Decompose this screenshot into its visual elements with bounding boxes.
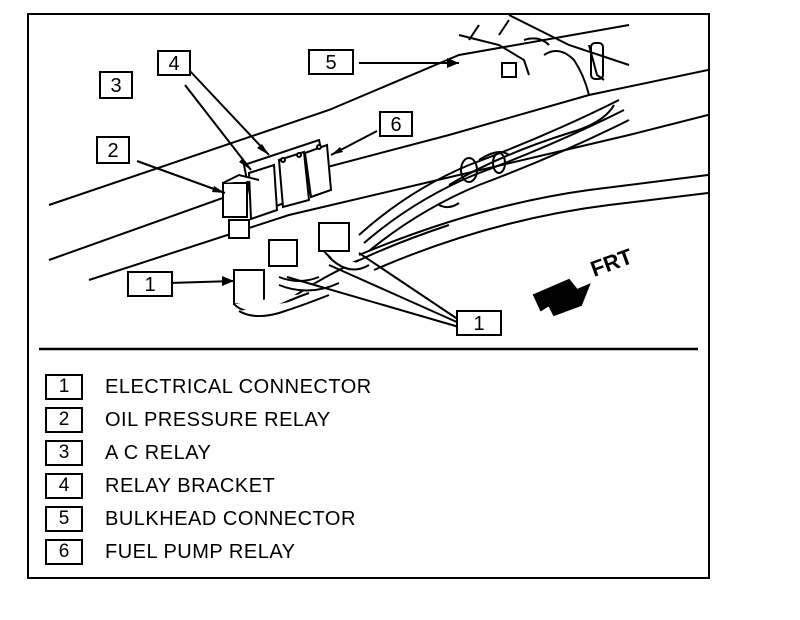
callout-box-4 <box>157 50 191 76</box>
callout-box-1-right <box>456 310 502 336</box>
arrowhead-icon <box>239 158 251 170</box>
wiring-harness <box>358 19 630 252</box>
callout-3: 3 <box>110 75 121 97</box>
callout-box-1-left <box>127 271 173 297</box>
callout-6: 6 <box>390 114 401 136</box>
callout-4: 4 <box>168 53 179 75</box>
callout-5: 5 <box>325 52 336 74</box>
callout-box-2 <box>96 136 130 164</box>
arrowheads <box>212 58 459 286</box>
front-label: FRT <box>587 243 636 281</box>
callout-box-6 <box>379 111 413 137</box>
front-direction-arrow: FRT <box>532 243 636 317</box>
relay-location-illustration: 3 4 2 6 5 1 1 FRT <box>39 15 708 351</box>
arrowhead-icon <box>222 276 234 286</box>
callout-box-3 <box>99 71 133 99</box>
callout-boxes <box>96 49 502 336</box>
callout-2: 2 <box>107 140 118 162</box>
arrowhead-icon <box>257 144 269 155</box>
callout-1-left: 1 <box>144 274 155 296</box>
relay-bracket-assembly <box>222 138 370 317</box>
front-arrow-icon <box>532 278 591 317</box>
arrowhead-icon <box>212 186 225 193</box>
callout-1-right: 1 <box>473 313 484 335</box>
arrowhead-icon <box>331 147 343 155</box>
callout-numbers: 3 4 2 6 5 1 1 <box>107 52 484 335</box>
arrowhead-icon <box>447 58 459 68</box>
diagram-frame: 3 4 2 6 5 1 1 FRT 1 ELECTRICAL CONNEC <box>27 13 710 579</box>
callout-box-5 <box>308 49 354 75</box>
